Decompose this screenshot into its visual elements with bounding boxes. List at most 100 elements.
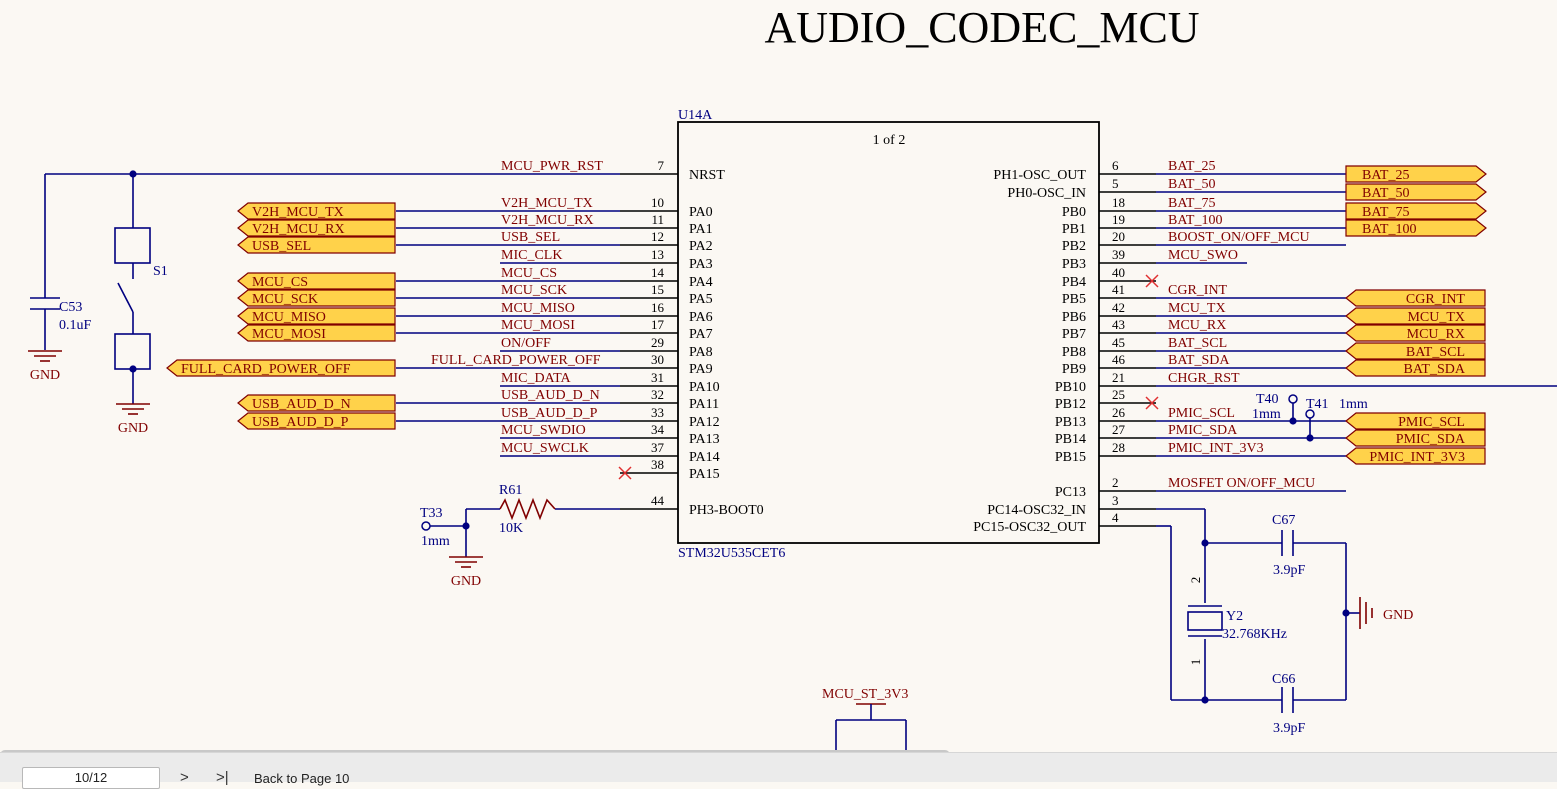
pin-number: 3 xyxy=(1112,493,1119,508)
next-page-button[interactable]: > xyxy=(180,769,189,786)
pin-name-pa2: PA2 xyxy=(689,239,713,254)
c67-ref: C67 xyxy=(1272,513,1295,528)
port-label: BAT_SDA xyxy=(1404,362,1466,377)
pin-number: 4 xyxy=(1112,510,1119,525)
pin-name-ph3-boot0: PH3-BOOT0 xyxy=(689,503,764,518)
gnd-boot0: GND xyxy=(451,574,481,589)
net-label-bat-100: BAT_100 xyxy=(1168,213,1222,228)
pin-number: 41 xyxy=(1112,282,1125,297)
net-label-mcu-swdio: MCU_SWDIO xyxy=(501,423,586,438)
pin-name-pa4: PA4 xyxy=(689,275,713,290)
net-label-usb-aud-d-n: USB_AUD_D_N xyxy=(501,388,600,403)
back-to-page-link[interactable]: Back to Page 10 xyxy=(254,771,350,786)
pin-number: 25 xyxy=(1112,387,1125,402)
net-label-mic-data: MIC_DATA xyxy=(501,371,572,386)
net-label-v2h-mcu-tx: V2H_MCU_TX xyxy=(501,196,593,211)
port-label: USB_AUD_D_N xyxy=(252,397,351,412)
c53-ref: C53 xyxy=(59,300,82,315)
net-label-mic-clk: MIC_CLK xyxy=(501,248,562,263)
port-label: USB_SEL xyxy=(252,239,311,254)
port-label: V2H_MCU_RX xyxy=(252,222,345,237)
pin-number: 21 xyxy=(1112,370,1125,385)
pin-number: 15 xyxy=(651,282,664,297)
port-label: BAT_100 xyxy=(1362,222,1416,237)
pin-number: 7 xyxy=(658,158,665,173)
port-label: PMIC_SDA xyxy=(1396,432,1466,447)
port-mcu_sck xyxy=(237,289,396,307)
no-connect-mark xyxy=(1145,396,1159,410)
gnd-crystal-label: GND xyxy=(1383,608,1413,623)
pin-name-pa0: PA0 xyxy=(689,205,713,220)
net-label-full-card-power-off: FULL_CARD_POWER_OFF xyxy=(431,353,601,368)
pin-number: 5 xyxy=(1112,176,1119,191)
no-connect-mark xyxy=(1145,274,1159,288)
pin-number: 30 xyxy=(651,352,664,367)
pin-name-pb1: PB1 xyxy=(1062,222,1086,237)
net-label-mcu-cs: MCU_CS xyxy=(501,266,557,281)
net-label-bat-25: BAT_25 xyxy=(1168,159,1215,174)
r61-value: 10K xyxy=(499,521,523,536)
net-label-bat-sda: BAT_SDA xyxy=(1168,353,1230,368)
pin-name-pb7: PB7 xyxy=(1062,327,1086,342)
r61-ref: R61 xyxy=(499,483,522,498)
ic-part-of: 1 of 2 xyxy=(873,133,906,148)
pin-name-pb0: PB0 xyxy=(1062,205,1086,220)
port-label: MCU_CS xyxy=(252,275,308,290)
pin-name-ph0-osc_in: PH0-OSC_IN xyxy=(1007,186,1086,201)
pin-name-pb13: PB13 xyxy=(1055,415,1086,430)
net-label-v2h-mcu-rx: V2H_MCU_RX xyxy=(501,213,594,228)
c66-ref: C66 xyxy=(1272,672,1295,687)
pin-name-pa14: PA14 xyxy=(689,450,720,465)
y2-ref: Y2 xyxy=(1226,609,1243,624)
pin-name-nrst: NRST xyxy=(689,168,725,183)
pin-number: 12 xyxy=(651,229,664,244)
pin-number: 45 xyxy=(1112,335,1125,350)
port-usb_aud_d_n xyxy=(237,394,396,412)
pin-number: 39 xyxy=(1112,247,1125,262)
net-label-bat-75: BAT_75 xyxy=(1168,196,1215,211)
t41-value: 1mm xyxy=(1339,397,1368,412)
pin-number: 18 xyxy=(1112,195,1125,210)
net-label-mcu-pwr-rst: MCU_PWR_RST xyxy=(501,159,603,174)
junction-dot xyxy=(1289,417,1297,425)
pin-name-pb15: PB15 xyxy=(1055,450,1086,465)
net-label-boost-on-off-mcu: BOOST_ON/OFF_MCU xyxy=(1168,230,1310,245)
pin-number: 2 xyxy=(1112,475,1119,490)
page-number-field[interactable]: 10/12 xyxy=(22,767,160,789)
port-label: BAT_SCL xyxy=(1406,345,1465,360)
pin-name-pa15: PA15 xyxy=(689,467,720,482)
net-label-mcu-tx: MCU_TX xyxy=(1168,301,1226,316)
pin-number: 11 xyxy=(651,212,664,227)
port-bat_100 xyxy=(1345,219,1487,237)
port-bat_75 xyxy=(1345,202,1487,220)
port-label: FULL_CARD_POWER_OFF xyxy=(181,362,351,377)
pin-name-pa10: PA10 xyxy=(689,380,720,395)
t33-ref: T33 xyxy=(420,506,443,521)
pin-name-pa5: PA5 xyxy=(689,292,713,307)
net-label-usb-aud-d-p: USB_AUD_D_P xyxy=(501,406,598,421)
t41-testpoint[interactable] xyxy=(1305,409,1315,419)
ic-part-number: STM32U535CET6 xyxy=(678,546,785,561)
port-label: MCU_TX xyxy=(1407,310,1465,325)
net-label-mcu-sck: MCU_SCK xyxy=(501,283,567,298)
pin-name-pb6: PB6 xyxy=(1062,310,1086,325)
pin-number: 19 xyxy=(1112,212,1125,227)
t33-testpoint[interactable] xyxy=(421,521,431,531)
port-label: BAT_75 xyxy=(1362,205,1409,220)
last-page-button[interactable]: >| xyxy=(216,769,229,786)
port-full_card_power_off xyxy=(166,359,396,377)
t40-testpoint[interactable] xyxy=(1288,394,1298,404)
port-pmic_scl xyxy=(1345,412,1486,430)
port-mcu_mosi xyxy=(237,324,396,342)
pin-name-pb4: PB4 xyxy=(1062,275,1086,290)
t33-value: 1mm xyxy=(421,534,450,549)
pin-number: 20 xyxy=(1112,229,1125,244)
pin-name-pb3: PB3 xyxy=(1062,257,1086,272)
gnd-c53: GND xyxy=(30,368,60,383)
pin-name-pb2: PB2 xyxy=(1062,239,1086,254)
net-label-pmic-int-3v3: PMIC_INT_3V3 xyxy=(1168,441,1264,456)
net-label-usb-sel: USB_SEL xyxy=(501,230,560,245)
port-v2h_mcu_tx xyxy=(237,202,396,220)
pin-name-pa11: PA11 xyxy=(689,397,719,412)
junction-dot xyxy=(462,522,470,530)
